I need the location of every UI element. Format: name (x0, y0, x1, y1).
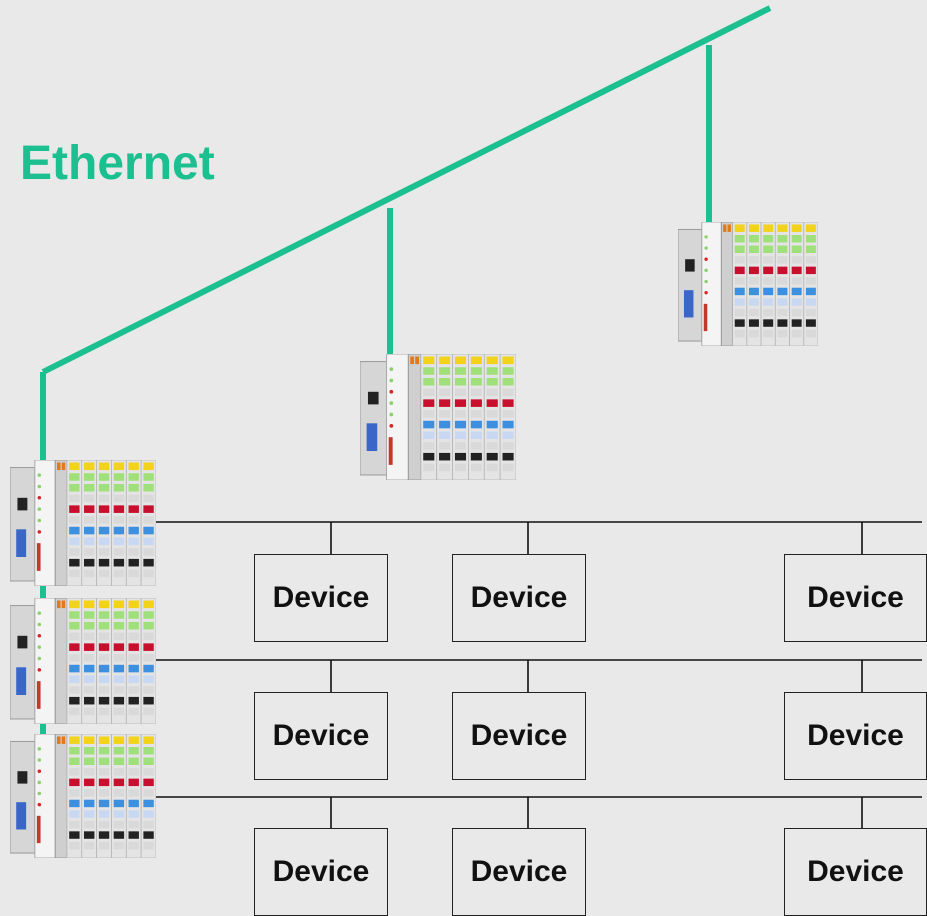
ethernet-label: Ethernet (20, 137, 215, 190)
device-box: Device (784, 692, 927, 780)
device-box: Device (452, 692, 586, 780)
bus-coupler-icon (9, 597, 157, 725)
device-box: Device (254, 692, 388, 780)
ethernet-trunk (41, 5, 772, 375)
bus-coupler-icon (677, 221, 819, 347)
device-box: Device (452, 828, 586, 916)
coupler-graphic (9, 597, 157, 725)
bus-coupler-icon (359, 353, 517, 481)
bus-coupler-icon (9, 733, 157, 859)
bus-coupler-icon (9, 459, 157, 587)
device-box: Device (452, 554, 586, 642)
coupler-graphic (9, 733, 157, 859)
device-box: Device (254, 554, 388, 642)
coupler-graphic (9, 459, 157, 587)
device-box: Device (254, 828, 388, 916)
device-box: Device (784, 554, 927, 642)
coupler-graphic (359, 353, 517, 481)
device-box: Device (784, 828, 927, 916)
coupler-graphic (677, 221, 819, 347)
